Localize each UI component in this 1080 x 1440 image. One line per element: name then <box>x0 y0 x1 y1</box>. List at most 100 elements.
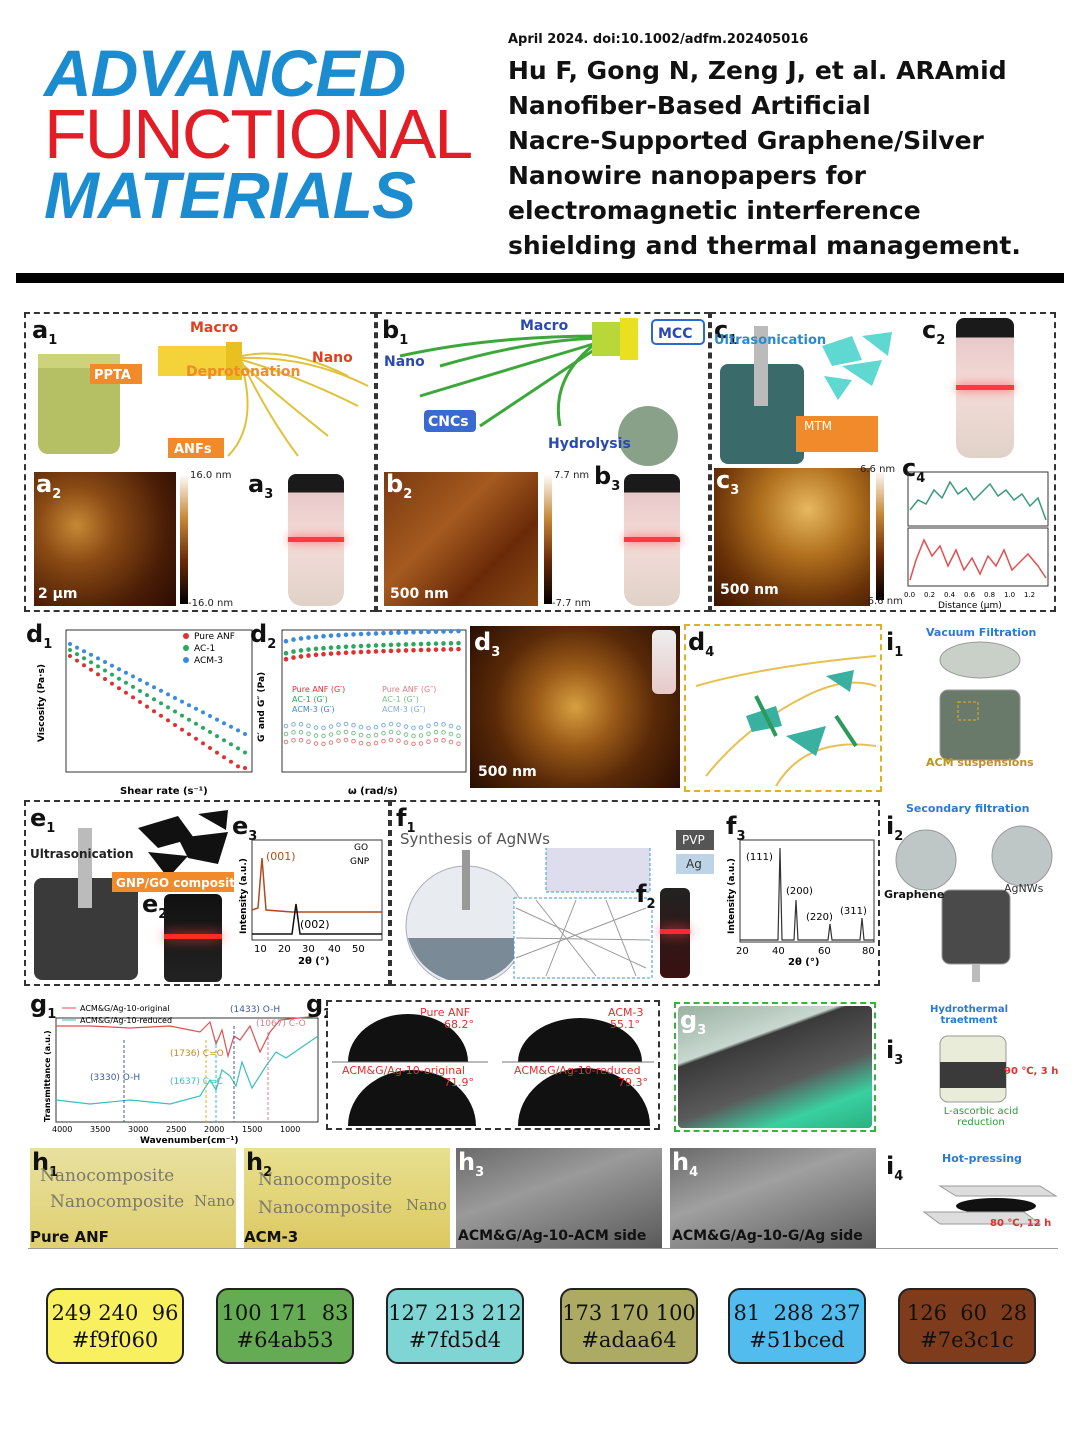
d1-marker <box>222 738 226 743</box>
d2-marker <box>433 729 439 735</box>
a2-scale: 2 μm <box>38 586 78 602</box>
i4-illustration <box>922 1185 1058 1225</box>
b2-colorbar <box>544 474 552 604</box>
i2-illustration <box>895 825 1053 982</box>
h3-photo <box>456 1148 662 1248</box>
label-h3: h3 <box>458 1148 485 1180</box>
d2-marker <box>373 740 379 746</box>
panel-g2 <box>326 1000 660 1130</box>
i2-agnws: AgNWs <box>1004 882 1044 895</box>
d2-marker <box>433 647 439 652</box>
d2-legend: Pure ANF (G′) AC-1 (G′) ACM-3 (G′) Pure … <box>292 685 436 714</box>
c4-profile-top <box>909 480 1047 521</box>
d2-marker <box>283 723 289 729</box>
d2-marker <box>381 722 386 728</box>
d2-marker <box>433 641 439 646</box>
d1-marker <box>131 684 135 689</box>
d2-marker <box>343 650 349 656</box>
g3-photo <box>678 1006 872 1128</box>
a2-cmin: -16.0 nm <box>188 598 234 609</box>
d2-marker <box>456 725 461 730</box>
d1-marker <box>180 699 184 704</box>
header-divider <box>16 273 1064 283</box>
g2-c3v: 71.9° <box>444 1076 474 1089</box>
g1-xlabel: Wavenumber(cm⁻¹) <box>140 1136 238 1144</box>
d2-marker <box>298 636 304 641</box>
figure-a1-illustration: PPTA Macro Nano Deprotonation ANFs <box>38 320 369 458</box>
d1-marker <box>145 704 149 709</box>
d2-marker <box>373 643 379 648</box>
label-b2: b2 <box>386 470 413 502</box>
label-c2: c2 <box>922 316 946 348</box>
f3-peak-0: (111) <box>746 852 773 863</box>
d2-marker <box>441 730 446 735</box>
e1-ultra: Ultrasonication <box>30 847 134 861</box>
svg-text:0.6: 0.6 <box>964 591 976 599</box>
svg-text:0.4: 0.4 <box>944 591 956 599</box>
h1-photo <box>30 1148 236 1248</box>
swatch-2: 127 213 212#7fd5d4 <box>386 1288 524 1364</box>
g1-legend-0: ACM&G/Ag-10-original <box>80 1004 170 1013</box>
label-d4: d4 <box>688 628 715 660</box>
d1-marker <box>124 670 128 675</box>
d1-marker <box>131 695 135 700</box>
swatch-3-hex: #adaa64 <box>581 1328 677 1352</box>
d1-marker <box>89 652 93 657</box>
f1-pvp-box <box>676 830 714 850</box>
d2-modulus-chart: Pure ANF (G′) AC-1 (G′) ACM-3 (G′) Pure … <box>257 628 467 797</box>
d2-marker <box>418 725 424 730</box>
g2-c2: ACM-3 <box>608 1006 643 1019</box>
d2-marker <box>343 721 349 727</box>
label-i2: i2 <box>886 812 904 844</box>
swatch-4-hex: #51bced <box>749 1328 845 1352</box>
d2-marker <box>366 643 371 649</box>
f3-ylabel: Intensity (a.u.) <box>727 858 737 934</box>
d1-marker <box>89 667 93 672</box>
b1-nano: Nano <box>384 354 425 370</box>
c3-cmax: 6.6 nm <box>860 464 896 475</box>
d1-marker <box>138 678 142 682</box>
h2-nano: Nano <box>406 1196 447 1214</box>
d2-marker <box>388 729 394 735</box>
d2-marker <box>388 630 394 636</box>
logo-line-3: MATERIALS <box>44 158 416 232</box>
swatch-3: 173 170 100#adaa64 <box>560 1288 698 1364</box>
d2-marker <box>403 630 409 635</box>
d2-marker <box>283 731 289 737</box>
figure-e1-illustration: GNP/GO composites Ultrasonication <box>30 810 240 980</box>
d2-ylabel: G′ and G″ (Pa) <box>257 672 267 742</box>
d1-marker <box>222 721 226 726</box>
panel-g3 <box>674 1002 876 1132</box>
logo-line-2: FUNCTIONAL <box>44 95 473 173</box>
d3-inset-vial <box>652 630 676 694</box>
d2-marker <box>328 633 334 638</box>
label-c3: c3 <box>716 466 740 498</box>
d2-marker <box>448 646 454 652</box>
h1-caption: Pure ANF <box>30 1228 109 1246</box>
d2-marker <box>291 649 296 654</box>
d2-marker <box>336 650 341 656</box>
f3-xlabel: 2θ (°) <box>788 957 819 966</box>
d2-marker <box>336 644 341 650</box>
d1-legend: Pure ANF AC-1 ACM-3 <box>183 632 235 666</box>
d2-marker <box>321 741 326 747</box>
g1-b3: (1637) C=C <box>170 1077 223 1087</box>
panel-a <box>24 312 376 612</box>
label-i3: i3 <box>886 1036 904 1068</box>
d2-legend-4: AC-1 (G″) <box>382 695 419 704</box>
d2-marker <box>396 648 401 653</box>
i3-label: Hydrothermal traetment <box>929 1004 1009 1026</box>
a1-macro: Macro <box>190 320 239 336</box>
d2-marker <box>298 721 304 727</box>
figure-c1-illustration: MTM Ultrasonication <box>714 326 892 464</box>
d1-marker <box>159 688 163 693</box>
d2-marker <box>321 733 326 739</box>
d1-marker <box>68 654 72 658</box>
d1-marker <box>145 681 149 686</box>
d1-xlabel: Shear rate (s⁻¹) <box>120 786 208 797</box>
d2-marker <box>403 740 409 745</box>
d1-marker <box>180 727 184 732</box>
